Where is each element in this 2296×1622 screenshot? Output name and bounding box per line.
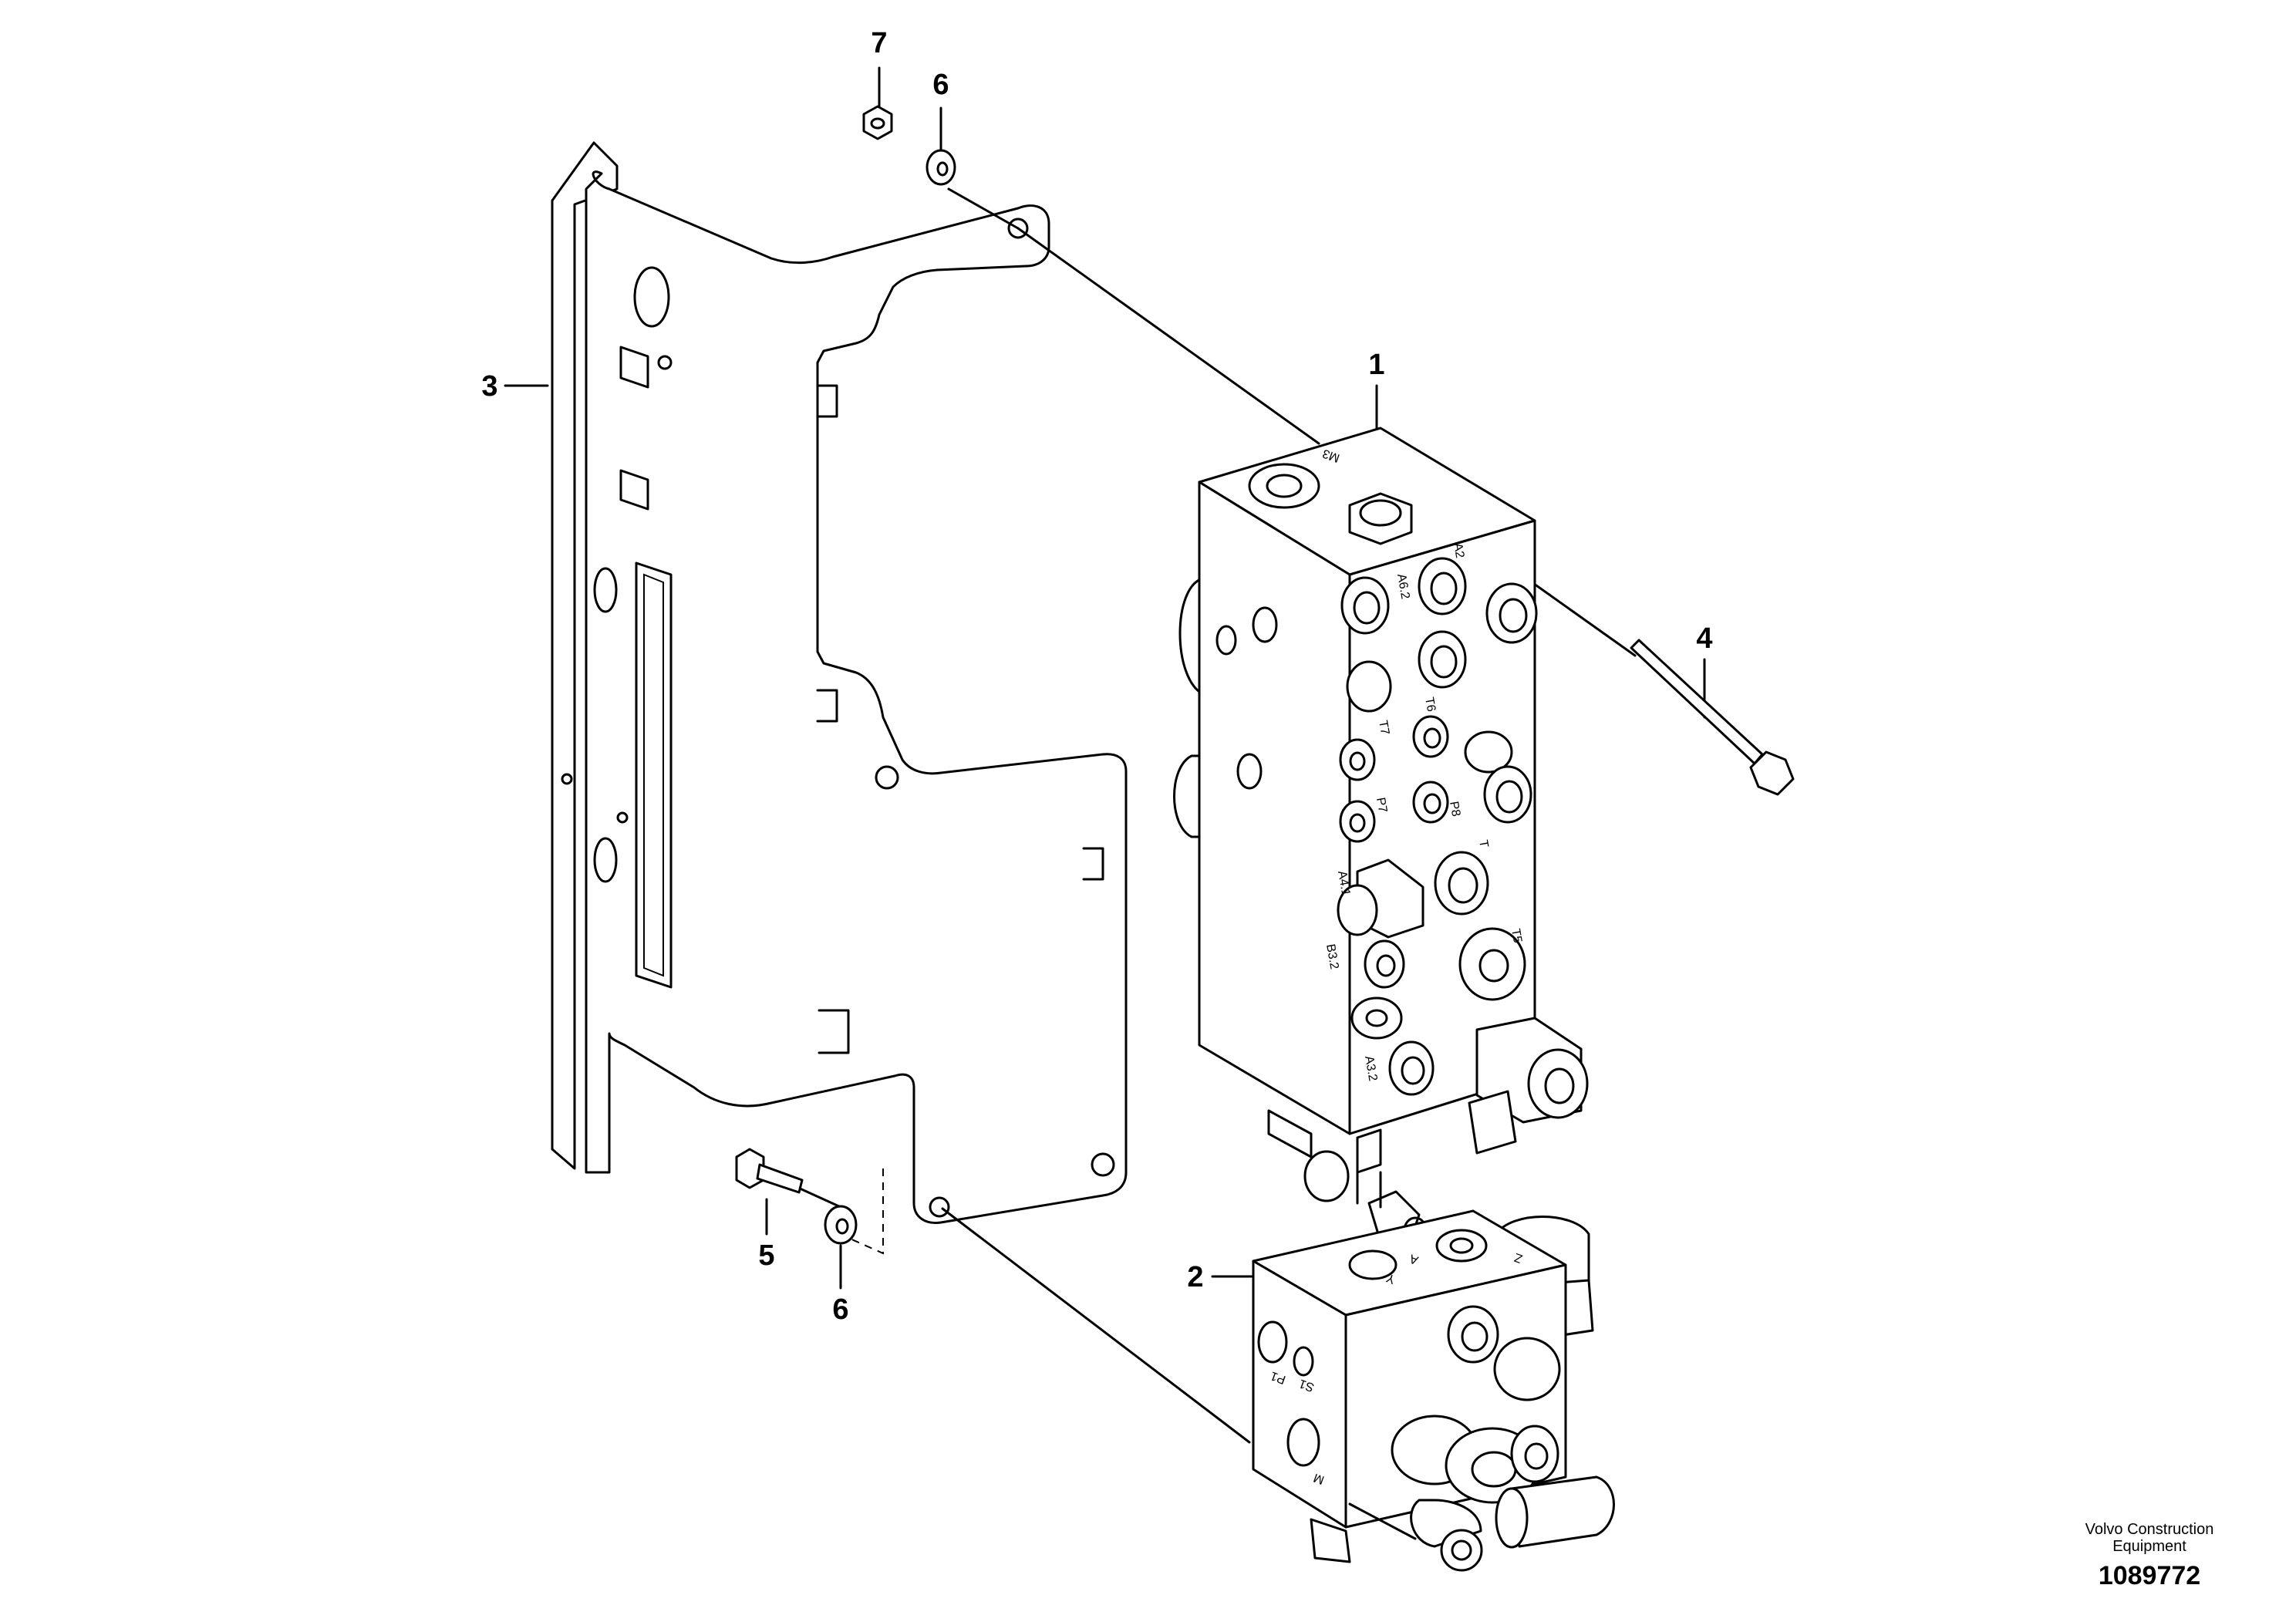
port-label: M3 bbox=[1321, 447, 1342, 465]
port-label: T6 bbox=[1422, 696, 1438, 713]
port-label: A4.1 bbox=[1335, 870, 1352, 897]
port-label: T bbox=[1476, 839, 1490, 849]
company-name: Volvo Construction Equipment bbox=[2085, 1521, 2214, 1555]
washer-bottom bbox=[824, 1205, 858, 1245]
port-label: S1 bbox=[1297, 1377, 1316, 1394]
port-label: A2 bbox=[1451, 542, 1466, 559]
port-label: A3.2 bbox=[1362, 1055, 1379, 1082]
port-labels: A6.2 A2 T6 T7 P7 P8 T A4.1 T5 B3.2 A3.2 … bbox=[1269, 447, 1524, 1487]
callout-2: 2 bbox=[1187, 1261, 1203, 1293]
port-label: T5 bbox=[1509, 928, 1524, 944]
callout-4: 4 bbox=[1696, 622, 1712, 655]
port-label: A6.2 bbox=[1394, 573, 1411, 600]
callout-6-top: 6 bbox=[932, 69, 949, 101]
port-label: T7 bbox=[1376, 720, 1391, 736]
port-label: P7 bbox=[1374, 797, 1389, 814]
long-bolt bbox=[1630, 639, 1795, 796]
callout-1: 1 bbox=[1368, 349, 1384, 381]
front-fittings bbox=[1337, 557, 1589, 1155]
secondary-valve-block bbox=[1252, 1209, 1615, 1572]
callout-6-bottom: 6 bbox=[832, 1293, 848, 1326]
nut bbox=[862, 105, 893, 140]
footer: Volvo Construction Equipment 1089772 bbox=[2065, 1521, 2234, 1591]
drawing-number: 1089772 bbox=[2098, 1561, 2201, 1590]
main-valve-block bbox=[1173, 427, 1589, 1244]
port-label: P1 bbox=[1269, 1369, 1287, 1387]
callout-5: 5 bbox=[758, 1239, 774, 1272]
bolt-short bbox=[735, 1148, 804, 1194]
callout-3: 3 bbox=[481, 370, 497, 403]
port-label: P8 bbox=[1447, 801, 1462, 818]
mounting-plate bbox=[551, 141, 1128, 1225]
port-label: B3.2 bbox=[1323, 943, 1340, 970]
washer-top bbox=[925, 149, 956, 186]
port-label: M bbox=[1312, 1471, 1326, 1487]
callout-7: 7 bbox=[871, 27, 887, 59]
